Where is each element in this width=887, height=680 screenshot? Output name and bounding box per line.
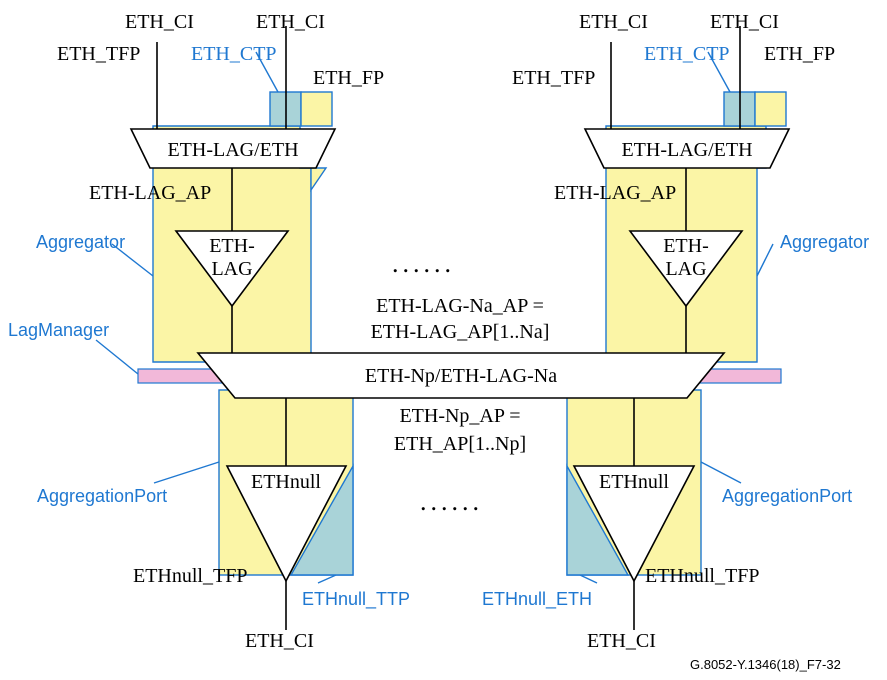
ethnull-tfp-left-label: ETHnull_TFP bbox=[133, 565, 247, 587]
eth-np-eth-lag-na-adaptation bbox=[196, 352, 726, 399]
aggregation-port-right-label: AggregationPort bbox=[722, 486, 852, 506]
eth-fp-left-tail bbox=[310, 167, 328, 193]
aggregator-right-label: Aggregator bbox=[780, 232, 869, 252]
eth-ci-label-4: ETH_CI bbox=[710, 11, 779, 33]
eth-fp-left-port bbox=[300, 91, 333, 127]
eth-lag-ap-right-label: ETH-LAG_AP bbox=[554, 182, 676, 204]
aggregator-left-label: Aggregator bbox=[36, 232, 125, 252]
leader-lines bbox=[95, 51, 774, 584]
aggregation-port-left-label: AggregationPort bbox=[37, 486, 167, 506]
eth-ci-label-1: ETH_CI bbox=[125, 11, 194, 33]
ethnull-eth-right-region bbox=[566, 463, 630, 576]
eth-lag-left-triangle-text-2: LAG bbox=[211, 258, 252, 280]
eth-lag-eth-left-label: ETH-LAG/ETH bbox=[167, 139, 298, 161]
lag-manager-label: LagManager bbox=[8, 320, 109, 340]
eth-lag-left-triangle bbox=[174, 230, 290, 308]
ethnull-ttp-left-region bbox=[289, 463, 354, 576]
eth-lag-right-triangle-text-2: LAG bbox=[665, 258, 706, 280]
ellipsis-top: ...... bbox=[392, 249, 455, 278]
eth-ci-label-3: ETH_CI bbox=[579, 11, 648, 33]
ethnull-tfp-right-label: ETHnull_TFP bbox=[645, 565, 759, 587]
ethnull-left-triangle bbox=[225, 465, 348, 583]
eth-lag-left-triangle-text-1: ETH- bbox=[209, 235, 255, 257]
eth-ci-bottom-left-label: ETH_CI bbox=[245, 630, 314, 652]
eth-tfp-left-label: ETH_TFP bbox=[57, 43, 140, 65]
eth-lag-na-ap-label-line-1: ETH-LAG-Na_AP = bbox=[376, 295, 544, 317]
eth-ctp-left-label: ETH_CTP bbox=[191, 43, 277, 65]
eth-lag-eth-left-adaptation bbox=[129, 128, 337, 169]
ethnull-eth-label: ETHnull_ETH bbox=[482, 589, 592, 610]
eth-fp-right-label: ETH_FP bbox=[764, 43, 835, 65]
connection-lines bbox=[156, 26, 741, 630]
eth-fp-right-port bbox=[754, 91, 787, 127]
ethnull-right-label: ETHnull bbox=[599, 471, 669, 493]
eth-ci-label-2: ETH_CI bbox=[256, 11, 325, 33]
eth-lag-right-triangle-text-1: ETH- bbox=[663, 235, 709, 257]
ethnull-ttp-label: ETHnull_TTP bbox=[302, 589, 410, 610]
eth-np-ap-label-line-1: ETH-Np_AP = bbox=[399, 405, 520, 427]
eth-lag-eth-right-label: ETH-LAG/ETH bbox=[621, 139, 752, 161]
ethnull-right-triangle bbox=[572, 465, 696, 583]
eth-np-eth-lag-na-label: ETH-Np/ETH-LAG-Na bbox=[365, 365, 557, 387]
eth-fp-left-label: ETH_FP bbox=[313, 67, 384, 89]
eth-lag-right-triangle bbox=[628, 230, 744, 308]
eth-lag-eth-right-adaptation bbox=[583, 128, 791, 169]
ethnull-left-label: ETHnull bbox=[251, 471, 321, 493]
eth-tfp-right-label: ETH_TFP bbox=[512, 67, 595, 89]
eth-ci-bottom-right-label: ETH_CI bbox=[587, 630, 656, 652]
figure-identifier: G.8052-Y.1346(18)_F7-32 bbox=[690, 657, 841, 672]
eth-lag-ap-left-label: ETH-LAG_AP bbox=[89, 182, 211, 204]
eth-ctp-right-label: ETH_CTP bbox=[644, 43, 730, 65]
eth-np-ap-label-line-2: ETH_AP[1..Np] bbox=[394, 433, 526, 455]
ellipsis-bottom: ...... bbox=[420, 487, 483, 516]
eth-lag-na-ap-label-line-2: ETH-LAG_AP[1..Na] bbox=[371, 321, 550, 343]
